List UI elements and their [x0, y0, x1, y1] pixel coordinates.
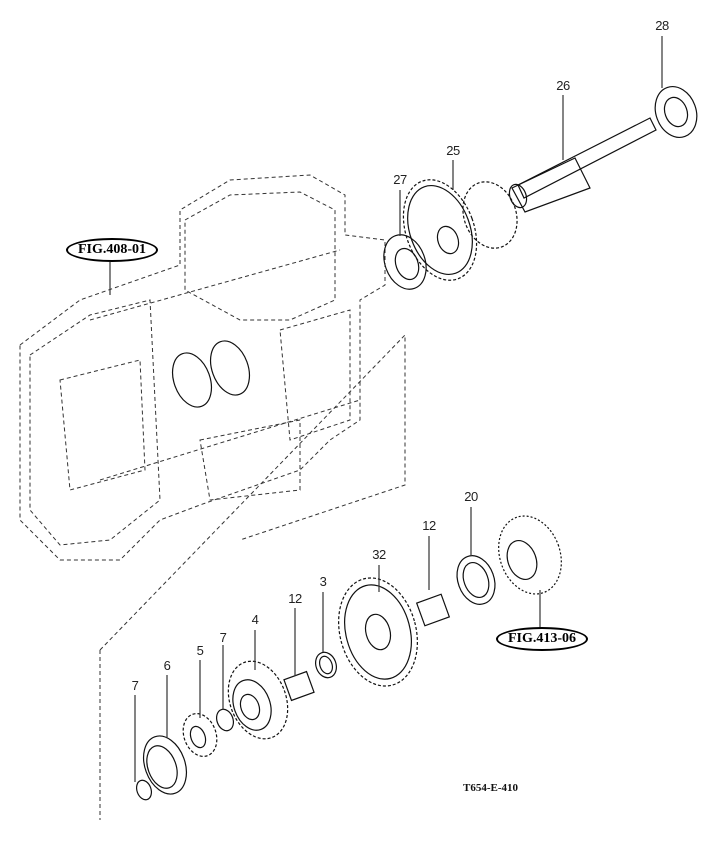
callout-32: 32	[372, 547, 386, 562]
snap-ring-7a-drawing	[215, 708, 235, 732]
bearing-28-drawing	[654, 86, 698, 138]
snap-ring-7b-drawing	[135, 779, 153, 801]
callout-3: 3	[319, 574, 327, 589]
figure-reference-413-06[interactable]: FIG.413-06	[496, 627, 589, 651]
sleeve-6-drawing	[142, 735, 188, 795]
callout-7b: 7	[131, 678, 139, 693]
drawing-code: T654-E-410	[463, 782, 518, 794]
callout-6: 6	[163, 658, 171, 673]
transmission-housing	[19, 174, 406, 820]
gear-4-drawing	[227, 660, 289, 740]
callout-25: 25	[446, 143, 460, 158]
callout-5: 5	[196, 643, 204, 658]
gear-20-assembly-drawing	[456, 515, 562, 605]
callout-26: 26	[556, 78, 570, 93]
leader-lines	[109, 36, 663, 782]
gear-25-drawing	[402, 179, 518, 281]
callout-28: 28	[655, 18, 669, 33]
hub-5-drawing	[182, 713, 218, 757]
shaft-26-drawing	[508, 117, 657, 213]
bearing-27-drawing	[383, 234, 427, 290]
callout-12b: 12	[288, 591, 302, 606]
callout-4: 4	[251, 612, 259, 627]
figure-reference-408-01[interactable]: FIG.408-01	[66, 238, 159, 262]
callout-12a: 12	[422, 518, 436, 533]
gear-32-drawing	[338, 577, 418, 687]
callout-20: 20	[464, 489, 478, 504]
callout-7a: 7	[219, 630, 227, 645]
callout-27: 27	[393, 172, 407, 187]
needle-bearing-12a-drawing	[415, 593, 451, 627]
needle-bearing-12b-drawing	[283, 670, 315, 702]
washer-3-drawing	[315, 651, 337, 679]
